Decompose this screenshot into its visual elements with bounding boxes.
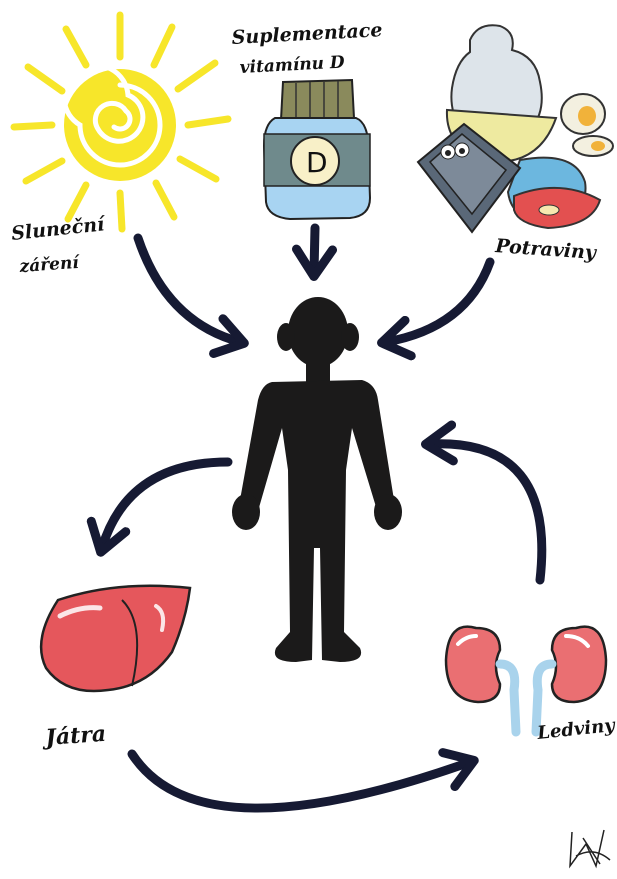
arrow-body-to-liver [102, 462, 228, 548]
food-label: Potraviny [494, 235, 599, 264]
liver-label: Játra [41, 721, 107, 751]
bottle-letter: D [306, 146, 328, 179]
arrow-supplement-to-body [314, 228, 315, 272]
person-silhouette-icon [232, 297, 402, 662]
supplement-label-line2: vitamínu D [239, 53, 345, 78]
kidneys-label: Ledviny [535, 715, 617, 744]
sun-label-line1: Sluneční [10, 213, 107, 245]
sun-label-line2: záření [18, 253, 81, 277]
supplement-label-line1: Suplementace [231, 19, 383, 49]
sun-icon [14, 15, 228, 229]
arrow-kidneys-to-body [430, 444, 542, 580]
kidneys-icon [446, 627, 606, 732]
vitamin-d-bottle-icon: D [264, 80, 370, 219]
arrow-liver-to-kidneys [132, 754, 470, 808]
artist-signature [570, 830, 610, 866]
liver-icon [41, 586, 190, 691]
food-icon [418, 25, 613, 232]
arrow-sun-to-body [138, 238, 240, 342]
arrow-food-to-body [386, 262, 490, 342]
